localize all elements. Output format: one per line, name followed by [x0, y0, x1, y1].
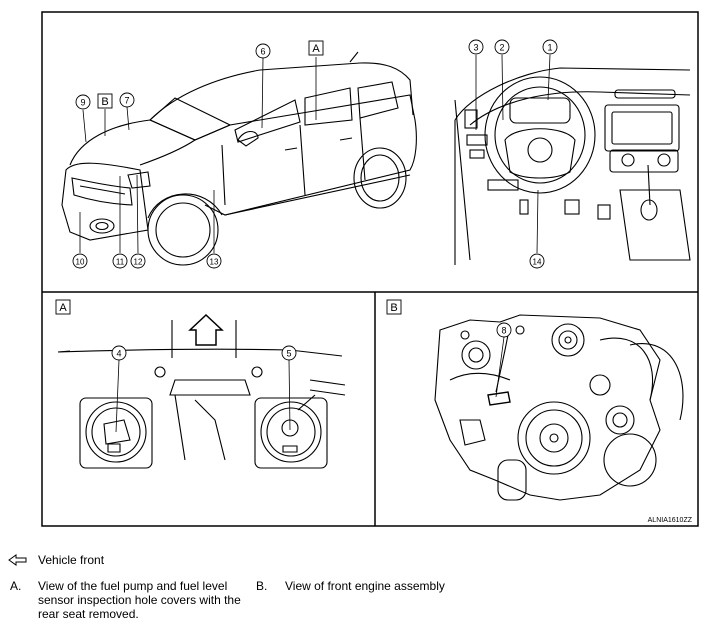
- legend-b-letter: B.: [256, 579, 268, 593]
- callout-3: 3: [473, 43, 478, 53]
- callout-2: 2: [499, 43, 504, 53]
- callout-13: 13: [210, 258, 219, 267]
- callout-1: 1: [547, 43, 552, 53]
- legend-b-text: View of front engine assembly: [285, 579, 445, 593]
- callout-7: 7: [124, 96, 129, 106]
- callout-5: 5: [286, 349, 291, 359]
- figure-code: ALNIA1610ZZ: [648, 517, 693, 524]
- panel-b-drawing: [434, 314, 684, 501]
- callout-12: 12: [134, 258, 143, 267]
- panel-a-drawing: [57, 313, 346, 469]
- legend-vehicle-front: Vehicle front: [38, 553, 105, 567]
- callout-10: 10: [76, 258, 85, 267]
- callout-numbers: 1 2 3 4 5 6 7 8 9 10 11 12 13 14: [76, 43, 553, 359]
- dashboard-interior-drawing: [454, 67, 691, 265]
- callout-14: 14: [533, 258, 542, 267]
- legend-a-text: View of the fuel pump and fuel level sen…: [38, 579, 241, 621]
- component-location-figure: 1 2 3 4 5 6 7 8 9 10 11 12 13 14 A B A B…: [41, 11, 699, 527]
- vehicle-exterior-drawing: [61, 51, 417, 266]
- panel-a-label: A: [59, 302, 67, 314]
- panel-b-label: B: [390, 302, 397, 314]
- vehicle-front-arrow: [188, 313, 224, 346]
- callout-leaders: [79, 54, 551, 433]
- callout-6: 6: [260, 47, 265, 57]
- callout-4: 4: [116, 349, 121, 359]
- vehicle-marker-a: A: [312, 43, 320, 55]
- boxed-letter-markers: [55, 40, 402, 315]
- callout-markers: [72, 39, 558, 361]
- callout-8: 8: [501, 326, 506, 336]
- callout-9: 9: [80, 98, 85, 108]
- legend-a-letter: A.: [10, 579, 22, 593]
- figure-frame: [41, 11, 699, 527]
- vehicle-marker-b: B: [101, 96, 108, 108]
- callout-11: 11: [116, 258, 125, 267]
- vehicle-front-arrow-icon: [8, 554, 27, 566]
